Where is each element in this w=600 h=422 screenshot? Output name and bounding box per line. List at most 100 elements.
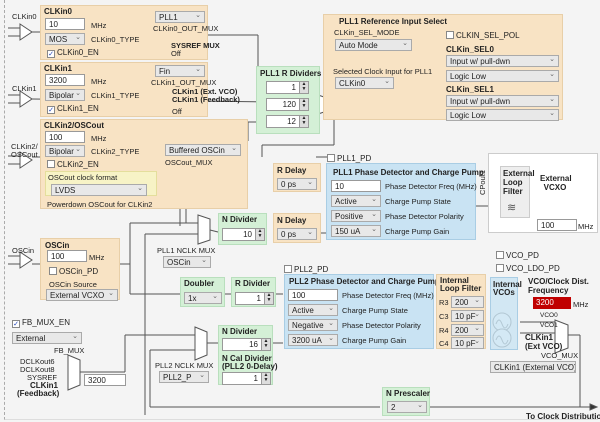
c3-select[interactable]: 10 pF xyxy=(451,310,484,322)
n-prescaler-title: N Prescaler xyxy=(386,389,431,398)
pll2-r-divider-input[interactable]: 1▲▼ xyxy=(235,292,274,305)
selected-clock-label: Selected Clock Input for PLL1 xyxy=(333,67,433,76)
fb-mux-select[interactable]: External xyxy=(12,332,82,344)
clkin0-out-mux-select[interactable]: PLL1 xyxy=(155,11,205,23)
clkin-sel1-type-select[interactable]: Input w/ pull-dwn xyxy=(446,95,559,107)
pll1-cp-gain-label: Charge Pump Gain xyxy=(385,227,450,236)
vcxo-freq-input[interactable]: 100 xyxy=(537,219,577,231)
c4-select[interactable]: 10 pF xyxy=(451,337,484,349)
pll2-pd-checkbox[interactable]: PLL2_PD xyxy=(284,265,328,274)
oscin-freq-input[interactable]: 100 xyxy=(47,250,87,262)
clkin1-enable-checkbox[interactable]: ✓CLKin1_EN xyxy=(47,104,99,114)
pll1-n-divider-input[interactable]: 10▲▼ xyxy=(222,228,265,241)
clkin1-freq-input[interactable]: 3200 xyxy=(45,74,85,86)
pll1-r-divider-0-value: 1 xyxy=(291,83,296,92)
pll2-pd-polarity-select[interactable]: Negative xyxy=(288,319,338,331)
pll2-n-divider-input[interactable]: 16▲▼ xyxy=(222,338,271,351)
pll2-cp-gain-select[interactable]: 3200 uA xyxy=(288,334,338,346)
pll2-pd-freq-input[interactable]: 100 xyxy=(288,289,338,301)
spinner-arrows-icon[interactable]: ▲▼ xyxy=(299,99,308,110)
clkin-sel0-level-select[interactable]: Logic Low xyxy=(446,70,559,82)
oscout-format-select[interactable]: LVDS xyxy=(51,184,147,196)
clkin2-enable-checkbox[interactable]: CLKin2_EN xyxy=(47,160,99,169)
internal-vcos-panel: Internal VCOs xyxy=(490,277,522,350)
spinner-arrows-icon[interactable]: ▲▼ xyxy=(299,116,308,127)
internal-loop-filter-panel: Internal Loop Filter R3 200 C3 10 pF R4 … xyxy=(436,274,486,349)
clkin-sel-pol-checkbox[interactable]: CLKIN_SEL_POL xyxy=(446,31,520,40)
clkin2-type-select[interactable]: Bipolar xyxy=(45,145,85,157)
spinner-arrows-icon[interactable]: ▲▼ xyxy=(261,373,270,384)
pll1-pd-checkbox[interactable]: PLL1_PD xyxy=(327,154,371,163)
oscin-source-select[interactable]: External VCXO xyxy=(46,289,118,301)
pll2-cp-state-label: Charge Pump State xyxy=(342,306,408,315)
diagram-frame xyxy=(4,0,598,420)
checkbox-box xyxy=(496,264,504,272)
selected-clock-select[interactable]: CLKin0 xyxy=(335,77,394,89)
r3-select[interactable]: 200 xyxy=(451,296,484,308)
clkin0-enable-checkbox[interactable]: ✓CLKin0_EN xyxy=(47,48,99,58)
pll1-nclk-mux-select[interactable]: OSCin xyxy=(163,256,211,268)
clkin2-panel: CLKin2/OSCout 100 MHz Bipolar CLKin2_TYP… xyxy=(40,119,248,209)
doubler-select[interactable]: 1x xyxy=(184,292,222,304)
spinner-arrows-icon[interactable]: ▲▼ xyxy=(255,229,264,240)
clkin2-port-label-2: OSCout xyxy=(11,150,38,159)
oscin-source-label: OSCin Source xyxy=(49,280,97,289)
pll1-cp-state-select[interactable]: Active xyxy=(331,195,381,207)
clkin-sel0-label: CLKin_SEL0 xyxy=(446,45,495,54)
pll2-cp-state-select[interactable]: Active xyxy=(288,304,338,316)
pll1-cp-gain-select[interactable]: 150 uA xyxy=(331,225,381,237)
clkin2-port-label-1: CLKin2/ xyxy=(11,142,38,151)
r4-select[interactable]: 200 xyxy=(451,324,484,336)
clkin0-title: CLKin0 xyxy=(44,7,72,16)
ncal-divider-input[interactable]: 1▲▼ xyxy=(222,372,271,385)
pll1-r-divider-2[interactable]: 12▲▼ xyxy=(266,115,309,128)
clkin1-feedback-output: CLKin1 (Feedback) xyxy=(172,95,240,104)
clkin-sel-mode-select[interactable]: Auto Mode xyxy=(335,39,412,51)
vco-mux-select[interactable]: CLKin1 (External VCO) xyxy=(490,361,576,373)
pll1-n-delay-select[interactable]: 0 ps xyxy=(277,228,317,240)
n-prescaler-select[interactable]: 2 xyxy=(387,401,427,413)
vco-pd-checkbox[interactable]: VCO_PD xyxy=(496,251,539,260)
vcxo-unit: MHz xyxy=(578,222,594,231)
spinner-arrows-icon[interactable]: ▲▼ xyxy=(299,82,308,93)
clkin1-off-output: Off xyxy=(172,107,182,116)
fb-mux-input-clkin1: CLKin1 xyxy=(30,381,58,390)
pll1-pd-polarity-select[interactable]: Positive xyxy=(331,210,381,222)
fb-mux-value-input[interactable]: 3200 xyxy=(84,374,126,386)
pll1-r-divider-0[interactable]: 1▲▼ xyxy=(266,81,309,94)
pll1-n-delay-title: N Delay xyxy=(277,216,307,225)
external-loop-filter-label: External Loop Filter xyxy=(503,169,535,196)
fb-mux-enable-checkbox[interactable]: ✓FB_MUX_EN xyxy=(12,318,70,328)
clkin1-out-mux-label: CLKin1_OUT_MUX xyxy=(151,78,217,87)
doubler-panel: Doubler 1x xyxy=(180,277,225,307)
vco-ldo-pd-checkbox[interactable]: VCO_LDO_PD xyxy=(496,264,560,273)
pll2-cp-gain-label: Charge Pump Gain xyxy=(342,336,407,345)
pll1-r-delay-select[interactable]: 0 ps xyxy=(277,178,317,190)
pll1-pd-freq-input[interactable]: 10 xyxy=(331,180,381,192)
clkin0-freq-input[interactable]: 10 xyxy=(45,18,85,30)
clkin1-out-mux-select[interactable]: Fin xyxy=(155,65,205,77)
checkbox-box xyxy=(49,267,57,275)
clkin-sel1-level-select[interactable]: Logic Low xyxy=(446,109,559,121)
spinner-arrows-icon[interactable]: ▲▼ xyxy=(264,293,273,304)
clkin0-port-label: CLKin0 xyxy=(12,12,37,21)
oscout-mux-select[interactable]: Buffered OSCin xyxy=(165,144,241,156)
clkin0-type-label: CLKin0_TYPE xyxy=(91,35,140,44)
fb-mux-input-feedback: (Feedback) xyxy=(17,389,60,398)
n-prescaler-panel: N Prescaler 2 xyxy=(382,387,430,416)
pll1-r-dividers-panel: PLL1 R Dividers 1▲▼ 120▲▼ 12▲▼ xyxy=(256,66,321,134)
pll2-nclk-mux-select[interactable]: PLL2_P xyxy=(159,371,209,383)
pll1-r-divider-1[interactable]: 120▲▼ xyxy=(266,98,309,111)
oscin-pd-label: OSCin_PD xyxy=(59,267,99,276)
pll1-n-divider-value: 10 xyxy=(243,230,252,239)
clkin0-type-select[interactable]: MOS xyxy=(45,33,85,45)
oscin-port-label: OSCin xyxy=(12,246,35,255)
oscin-pd-checkbox[interactable]: OSCin_PD xyxy=(49,267,98,276)
oscout-format-label: OSCout clock format xyxy=(48,173,118,182)
spinner-arrows-icon[interactable]: ▲▼ xyxy=(261,339,270,350)
clkin2-freq-input[interactable]: 100 xyxy=(45,131,85,143)
clkin1-type-select[interactable]: Bipolar xyxy=(45,89,85,101)
vco-freq-display: 3200 xyxy=(533,297,571,309)
fb-mux-label: FB_MUX xyxy=(54,346,85,355)
clkin-sel0-type-select[interactable]: Input w/ pull-dwn xyxy=(446,55,559,67)
